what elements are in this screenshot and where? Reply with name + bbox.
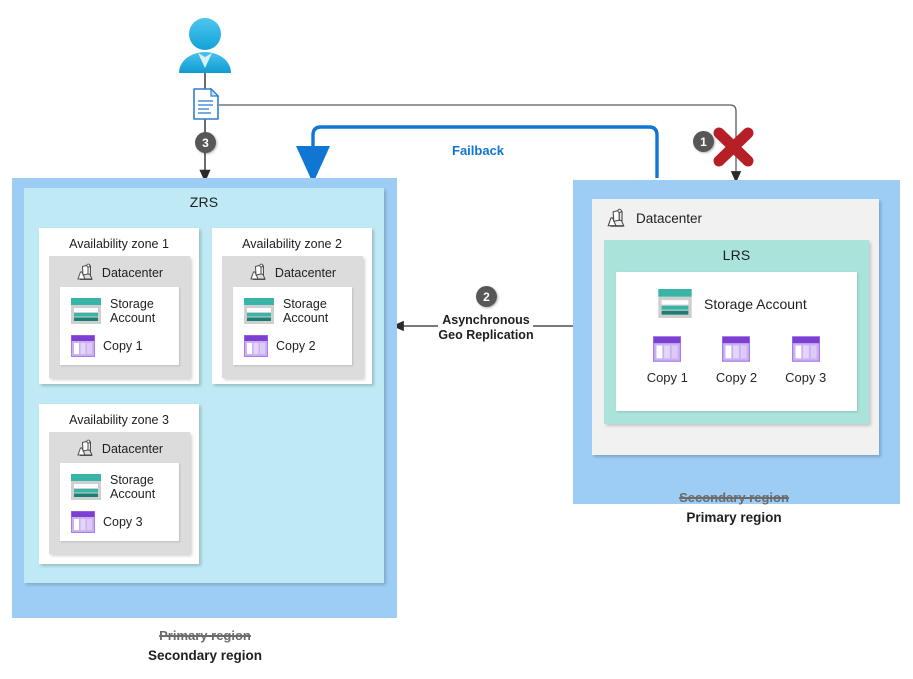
az1-storage-account-label: Storage Account — [110, 297, 156, 325]
az2-storage-account-row: Storage Account — [244, 297, 352, 325]
az1-copy-label: Copy 1 — [103, 339, 143, 353]
right-region-struck-label: Secondary region — [679, 490, 789, 505]
availability-zone-3-title: Availability zone 3 — [69, 413, 169, 427]
az1-datacenter-header: Datacenter — [49, 256, 190, 282]
az2-storage-box: Storage Account Copy 2 — [233, 287, 352, 365]
az3-copy-row: Copy 3 — [71, 511, 179, 533]
lrs-copies-row: Copy 1 Copy 2 — [616, 336, 857, 385]
storage-account-icon — [244, 298, 274, 324]
step-badge-2: 2 — [476, 286, 497, 307]
copy-icon — [244, 335, 268, 357]
lrs-copy-label: Copy 2 — [715, 370, 758, 385]
document-icon — [193, 87, 220, 120]
step-badge-3: 3 — [195, 132, 216, 153]
lrs-storage-box: Storage Account Copy 1 — [616, 272, 857, 411]
az3-datacenter-label: Datacenter — [101, 441, 164, 456]
az1-copy-row: Copy 1 — [71, 335, 179, 357]
geo-replication-line2: Geo Replication — [438, 328, 534, 342]
az2-copy-row: Copy 2 — [244, 335, 352, 357]
datacenter-icon — [76, 263, 95, 282]
az2-storage-account-label: Storage Account — [283, 297, 329, 325]
right-region-active-label: Primary region — [686, 510, 782, 525]
failback-label: Failback — [452, 143, 505, 158]
lrs-copy-label: Copy 3 — [785, 370, 827, 385]
datacenter-icon — [606, 208, 627, 229]
geo-replication-line1: Asynchronous — [442, 313, 530, 327]
az1-datacenter-label: Datacenter — [101, 265, 164, 280]
az1-storage-box: Storage Account Copy 1 — [60, 287, 179, 365]
az2-datacenter-label: Datacenter — [274, 265, 337, 280]
az2-datacenter-header: Datacenter — [222, 256, 363, 282]
lrs-copy-item: Copy 3 — [785, 336, 826, 385]
lrs-title: LRS — [722, 247, 751, 263]
copy-icon — [71, 511, 95, 533]
geo-replication-label: Asynchronous Geo Replication — [406, 313, 566, 343]
availability-zone-1-title: Availability zone 1 — [69, 237, 169, 251]
datacenter-icon — [249, 263, 268, 282]
lrs-copy-label: Copy 1 — [646, 370, 688, 385]
right-datacenter-label: Datacenter — [636, 211, 703, 226]
az2-copy-label: Copy 2 — [276, 339, 316, 353]
lrs-storage-account-row: Storage Account — [616, 272, 857, 318]
lrs-copy-item: Copy 2 — [716, 336, 757, 385]
az3-storage-account-row: Storage Account — [71, 473, 179, 501]
az1-storage-account-row: Storage Account — [71, 297, 179, 325]
storage-account-icon — [71, 474, 101, 500]
az3-copy-label: Copy 3 — [103, 515, 143, 529]
storage-account-icon — [658, 289, 692, 318]
left-region-struck-label: Primary region — [159, 628, 251, 643]
lrs-storage-account-label: Storage Account — [704, 295, 807, 312]
datacenter-icon — [76, 439, 95, 458]
az3-storage-account-label: Storage Account — [110, 473, 156, 501]
left-region-labels: Primary region Secondary region — [75, 628, 335, 663]
az3-datacenter-header: Datacenter — [49, 432, 190, 458]
outage-x-icon — [713, 127, 754, 167]
right-datacenter-header: Datacenter — [592, 199, 879, 229]
copy-icon — [71, 335, 95, 357]
availability-zone-2-title: Availability zone 2 — [242, 237, 342, 251]
step-badge-1: 1 — [693, 131, 714, 152]
storage-account-icon — [71, 298, 101, 324]
lrs-copy-item: Copy 1 — [647, 336, 688, 385]
copy-icon — [722, 336, 751, 362]
az3-storage-box: Storage Account Copy 3 — [60, 463, 179, 541]
copy-icon — [791, 336, 820, 362]
left-region-active-label: Secondary region — [147, 648, 263, 663]
right-region-labels: Secondary region Primary region — [604, 490, 864, 525]
copy-icon — [653, 336, 682, 362]
user-icon — [179, 18, 231, 73]
zrs-title: ZRS — [189, 194, 219, 210]
